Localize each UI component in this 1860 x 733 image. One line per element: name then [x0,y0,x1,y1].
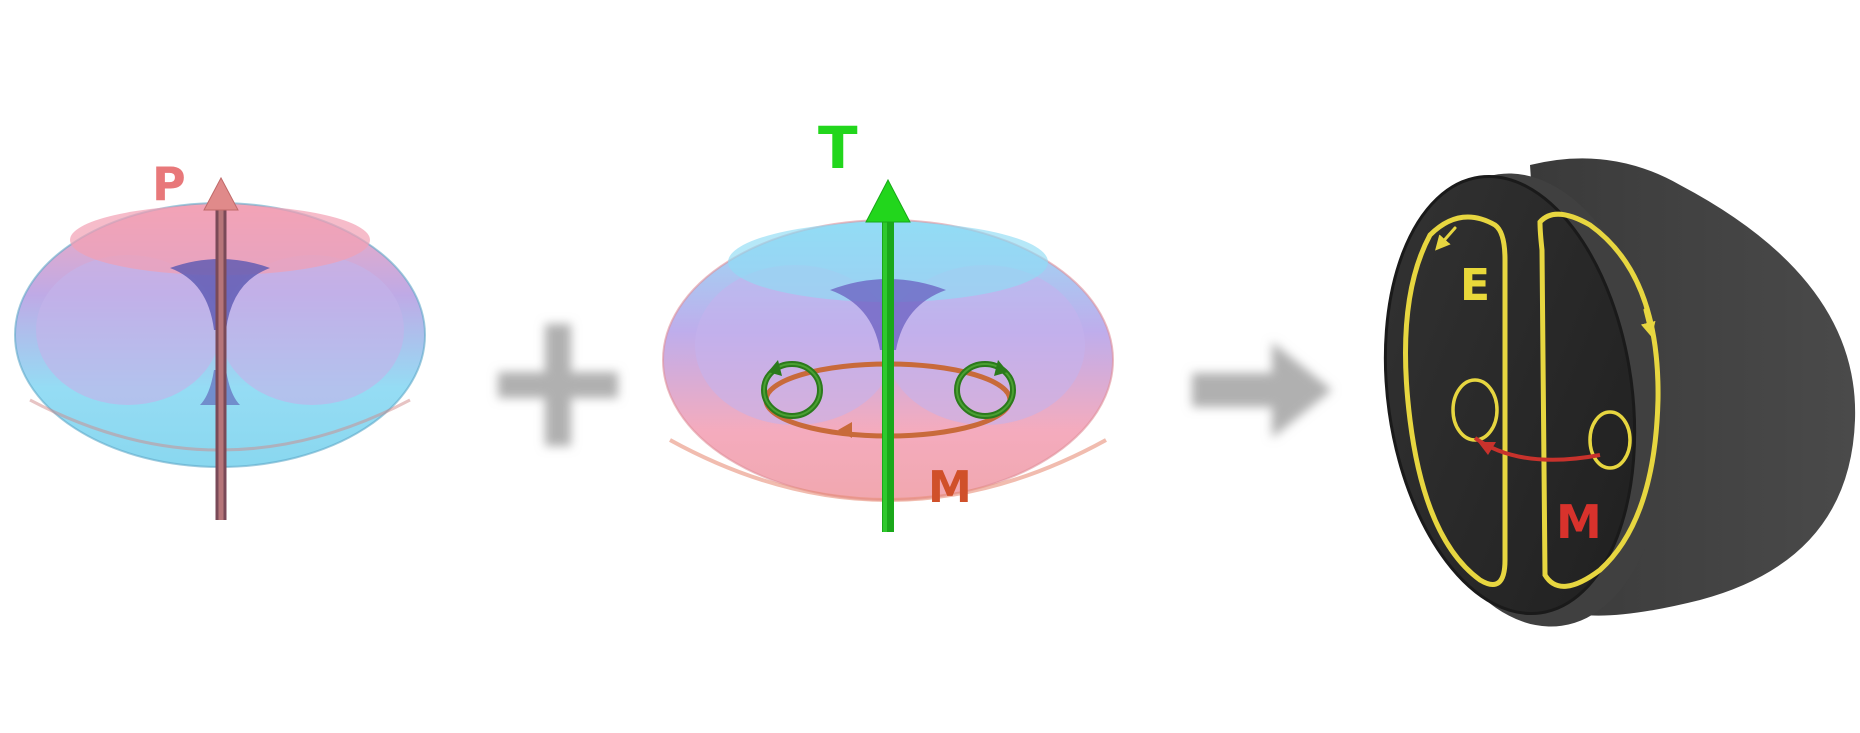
disk-m-label: M [1556,495,1602,549]
p-label: P [152,157,186,211]
disk [1383,158,1856,627]
t-arrow [865,178,911,532]
plus-operator [498,324,618,446]
e-label: E [1460,260,1490,311]
p-arrow [203,176,239,520]
disk-m-loop [1473,436,1601,462]
t-label: T [818,114,858,182]
arrow-operator [1192,342,1332,438]
green-circulation-loops [761,360,1016,419]
m-label: M [928,462,972,513]
